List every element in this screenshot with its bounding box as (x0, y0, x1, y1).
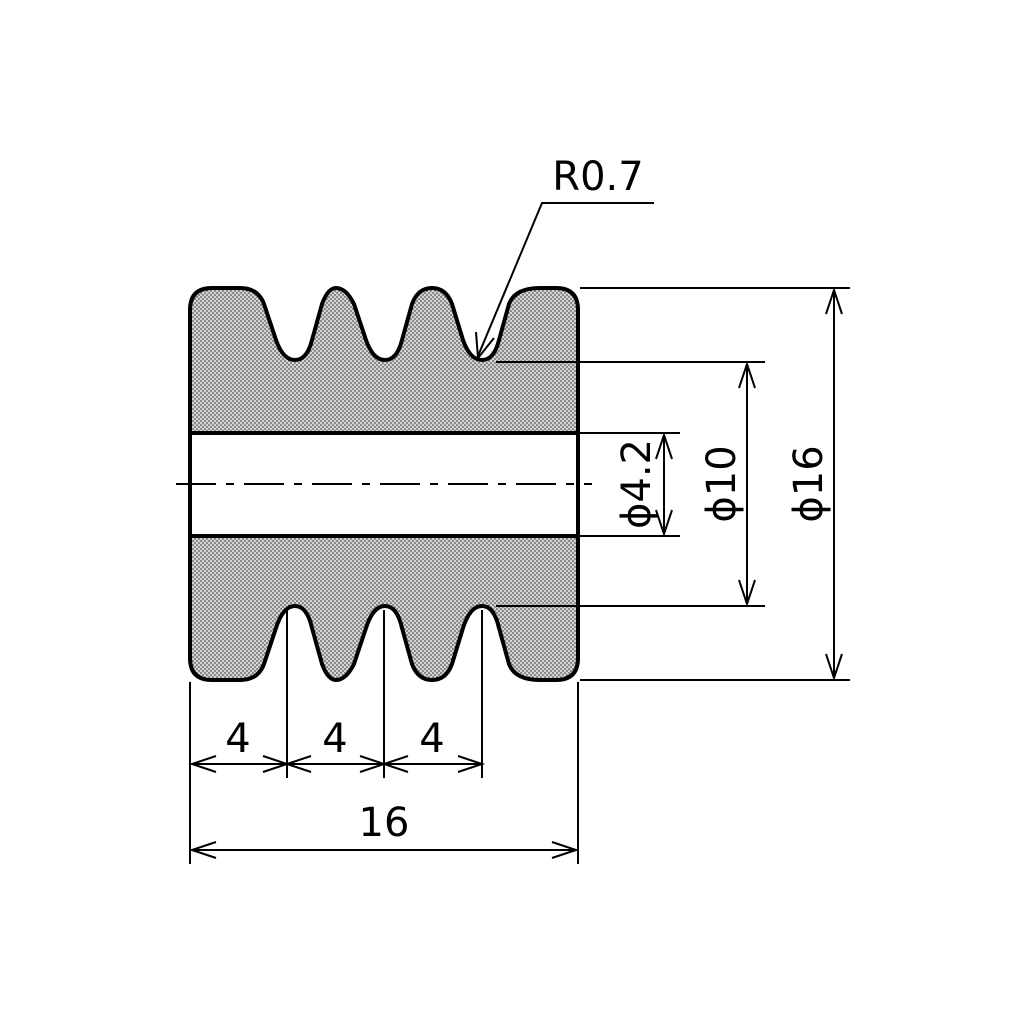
overall-length-label: 16 (359, 800, 410, 846)
top-section (188, 286, 580, 435)
pitch-label-3: 4 (419, 716, 444, 762)
arrowhead-pitch-3-right (457, 755, 486, 773)
arrowhead-outer-top (825, 286, 843, 315)
bore-diameter-label: ϕ4.2 (614, 439, 660, 529)
bottom-section (188, 534, 580, 682)
arrowhead-bore-bottom (655, 509, 673, 538)
arrowhead-outer-bottom (825, 653, 843, 682)
arrowhead-bore-top (655, 431, 673, 460)
radius-leader-arrowhead (475, 331, 495, 361)
arrowhead-length-left (188, 841, 217, 859)
outer-diameter-label: ϕ16 (786, 445, 832, 522)
pitch-label-2: 4 (322, 716, 347, 762)
radius-label: R0.7 (552, 154, 643, 200)
arrowhead-length-right (551, 841, 580, 859)
arrowhead-root-bottom (738, 579, 756, 608)
arrowhead-pitch-2-left (283, 755, 312, 773)
arrowhead-pitch-1-left (188, 755, 217, 773)
arrowhead-root-top (738, 360, 756, 389)
arrowhead-pitch-3-left (380, 755, 409, 773)
radius-leader-line (477, 202, 654, 357)
root-diameter-label: ϕ10 (699, 445, 745, 522)
pitch-label-1: 4 (225, 716, 250, 762)
